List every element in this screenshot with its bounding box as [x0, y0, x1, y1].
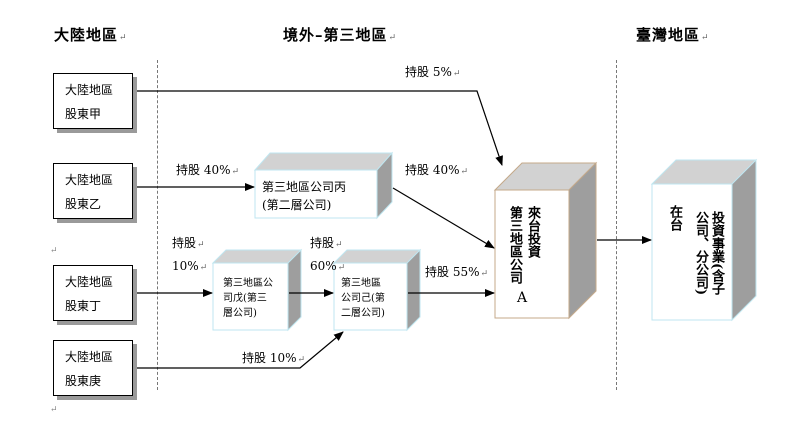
divider-mainland-overseas [157, 60, 158, 390]
company-bing-cube [253, 151, 394, 220]
taiwan-company-col1: 在台 [667, 205, 682, 231]
region-title-mainland: 大陸地區↵ [54, 26, 128, 44]
company-wu-text: 第三地區公 司戊(第三 層公司) [223, 278, 273, 319]
company-a-label: A [517, 290, 528, 306]
company-ji-cube [332, 248, 422, 332]
label-jia-a: 持股 5%↵ [405, 65, 461, 79]
company-a-col2: 來台投資 [525, 206, 540, 258]
company-bing-text: 第三地區公司丙 (第二層公司) [262, 180, 347, 212]
shareholder-ding-line2: 股東丁 [65, 299, 102, 313]
shareholder-yi-line1: 大陸地區 [65, 173, 114, 187]
paragraph-mark-1: ↵ [50, 246, 58, 256]
taiwan-company-cube [650, 158, 758, 322]
label-geng-ji: 持股 10%↵ [242, 351, 306, 365]
label-ding-wu-2: 10%↵ [172, 259, 208, 273]
label-wu-ji-1: 持股↵ [310, 236, 343, 250]
shareholder-jia-box: 大陸地區 股東甲 [53, 73, 133, 129]
region-title-overseas: 境外–第三地區↵ [283, 26, 398, 44]
shareholder-jia-line2: 股東甲 [65, 107, 102, 121]
shareholder-ding-box: 大陸地區 股東丁 [53, 265, 133, 321]
shareholder-yi-line2: 股東乙 [65, 197, 102, 211]
company-a-col1: 第三地區公司 [507, 206, 522, 284]
shareholder-geng-box: 大陸地區 股東庚 [53, 340, 133, 396]
arrow-geng-to-ji [137, 331, 344, 369]
paragraph-mark-2: ↵ [50, 405, 58, 415]
company-a-cube [493, 161, 598, 320]
label-yi-bing: 持股 40%↵ [176, 163, 240, 177]
divider-overseas-taiwan [616, 60, 617, 390]
taiwan-company-col2: 投資事業(含子公司、分公司) [693, 210, 724, 296]
arrow-bing-to-a [392, 187, 495, 249]
shareholder-jia-line1: 大陸地區 [65, 83, 114, 97]
label-ding-wu-1: 持股↵ [172, 236, 205, 250]
company-wu-cube [211, 248, 303, 332]
shareholder-geng-line2: 股東庚 [65, 374, 102, 388]
label-ji-a: 持股 55%↵ [425, 265, 489, 279]
shareholder-yi-box: 大陸地區 股東乙 [53, 163, 133, 219]
company-ji-text: 第三地區 公司己(第 二層公司) [341, 278, 385, 319]
shareholder-geng-line1: 大陸地區 [65, 350, 114, 364]
region-title-taiwan: 臺灣地區↵ [636, 26, 710, 44]
shareholder-ding-line1: 大陸地區 [65, 275, 114, 289]
arrow-jia-to-a [137, 90, 503, 166]
label-wu-ji-2: 60%↵ [310, 259, 346, 273]
label-bing-a: 持股 40%↵ [405, 163, 469, 177]
